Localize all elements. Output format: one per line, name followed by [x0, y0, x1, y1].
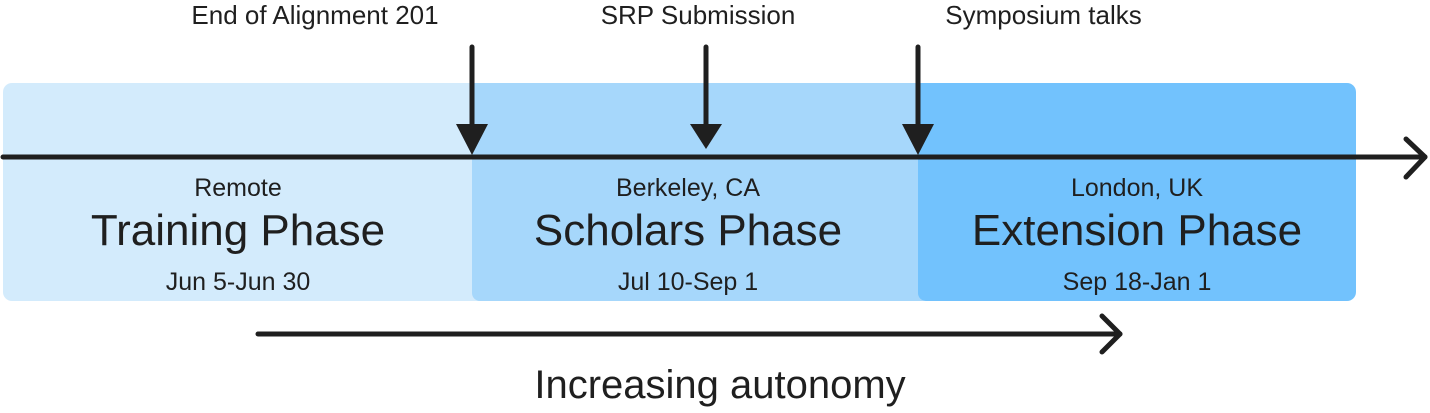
scholars-phase-dates: Jul 10-Sep 1: [617, 268, 759, 296]
milestone-arrowhead-2: [690, 124, 722, 149]
extension-phase-block: [918, 83, 1356, 301]
autonomy-label: Increasing autonomy: [534, 363, 906, 407]
scholars-phase-location: Berkeley, CA: [615, 174, 761, 202]
timeline-arrowhead: [1403, 136, 1428, 180]
extension-phase-name: Extension Phase: [971, 206, 1303, 255]
extension-phase-location: London, UK: [1070, 174, 1204, 202]
milestone-label-symposium-talks: Symposium talks: [945, 0, 1142, 30]
milestone-arrowhead-3: [902, 124, 934, 155]
training-phase-location: Remote: [194, 174, 282, 202]
scholars-phase-name: Scholars Phase: [533, 206, 843, 255]
training-phase-name: Training Phase: [90, 206, 386, 255]
training-phase-block: [3, 83, 483, 301]
scholars-phase-block: [472, 83, 930, 301]
training-phase-dates: Jun 5-Jun 30: [165, 268, 311, 296]
milestone-label-srp-submission: SRP Submission: [600, 0, 796, 30]
extension-phase-dates: Sep 18-Jan 1: [1062, 268, 1212, 296]
autonomy-arrowhead: [1099, 313, 1123, 355]
milestone-arrowhead-1: [456, 124, 488, 155]
milestone-label-end-of-alignment: End of Alignment 201: [191, 0, 439, 30]
